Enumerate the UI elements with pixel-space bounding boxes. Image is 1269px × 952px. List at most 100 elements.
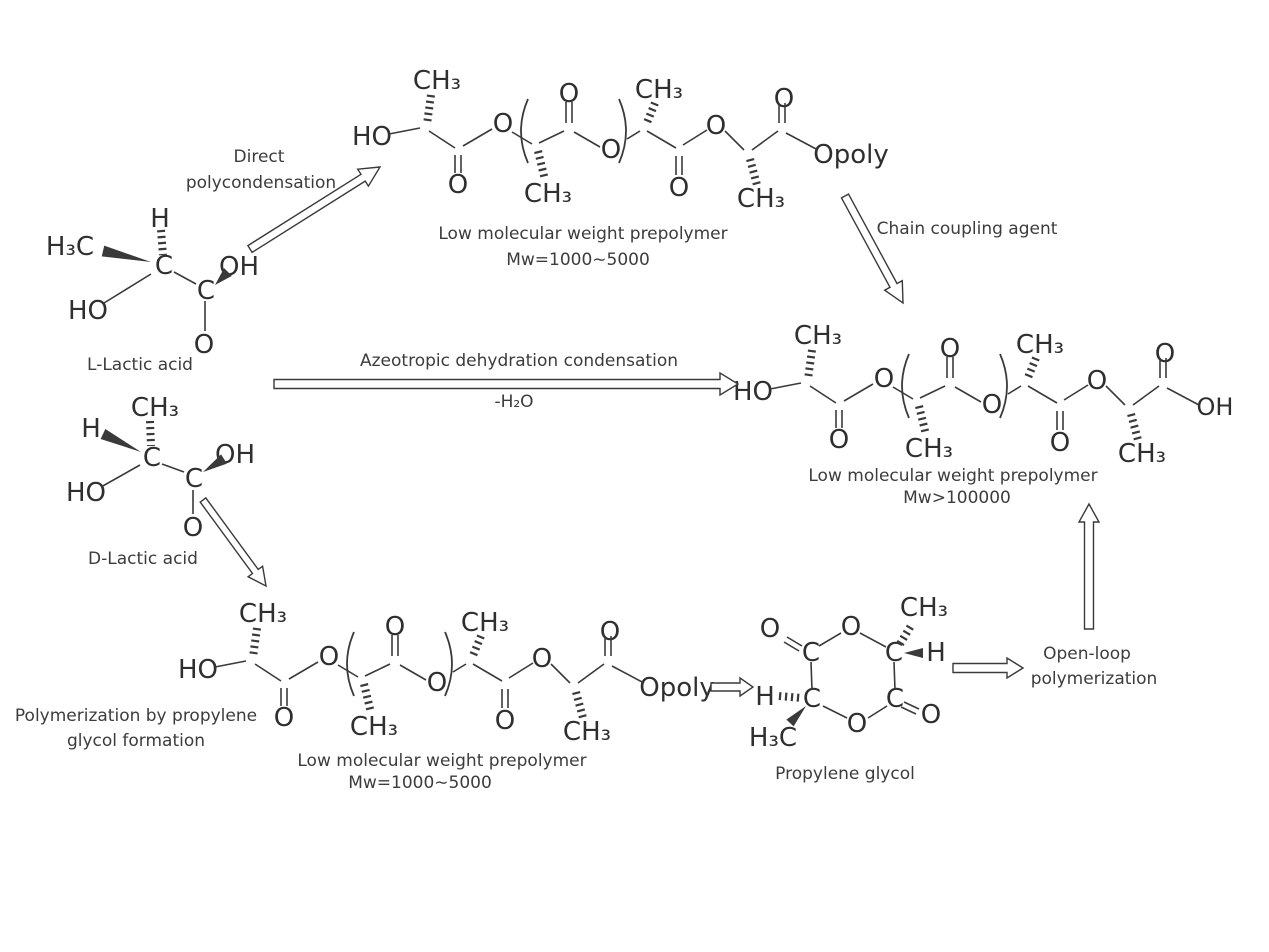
label-chain-coupling-agent: Chain coupling agent — [876, 219, 1058, 239]
atom-label: H — [150, 204, 170, 234]
atom-label: OH — [1197, 393, 1234, 421]
bond — [769, 382, 802, 390]
bond — [573, 131, 601, 148]
hashed-bond — [642, 101, 659, 127]
atom-label: O — [319, 642, 339, 672]
arrow-chain-coupling — [840, 193, 904, 305]
atom-label: C — [802, 638, 820, 668]
hashed-bond — [468, 634, 485, 660]
atom-label: H₃C — [749, 723, 797, 753]
atom-label: C — [885, 638, 903, 668]
bond — [809, 385, 837, 404]
atom-label: O — [847, 709, 867, 739]
atom-label: CH₃ — [413, 66, 461, 96]
atom-label: O — [274, 703, 294, 733]
bond — [254, 663, 282, 682]
hashed-bond — [249, 627, 261, 658]
bond — [954, 386, 982, 403]
bond — [508, 662, 534, 679]
repeat-paren — [444, 631, 453, 697]
bond — [786, 636, 803, 647]
repeat-paren — [999, 353, 1008, 419]
bond — [785, 132, 819, 151]
atom-label: CH₃ — [1118, 439, 1166, 469]
arrow-d-lactic-to-prepolymer — [199, 496, 267, 588]
hashed-bond — [804, 349, 816, 380]
bond — [1166, 387, 1200, 406]
caption-prepolymer-bottom: Low molecular weight prepolymer — [297, 751, 587, 771]
repeat-paren — [346, 631, 355, 697]
atom-label: CH₃ — [1016, 330, 1064, 360]
repeat-paren — [618, 98, 627, 164]
bond — [822, 705, 848, 719]
bond — [1105, 385, 1126, 406]
atom-label: HO — [68, 296, 108, 326]
bond — [452, 663, 467, 673]
atom-label: H₃C — [46, 232, 94, 262]
atom-label: O — [385, 612, 405, 642]
atom-label: HO — [352, 122, 392, 152]
atom-label: H — [755, 682, 775, 712]
atom-label: O — [921, 700, 941, 730]
arrow-opoly-to-lactide — [710, 676, 755, 698]
hashed-bond — [572, 690, 587, 720]
hashed-bond — [360, 683, 375, 714]
atom-label: Opoly — [813, 140, 889, 170]
atom-label: CH₃ — [794, 321, 842, 351]
atom-label: H — [81, 414, 101, 444]
atom-label: CH₃ — [350, 712, 398, 742]
atom-label: C — [185, 464, 203, 494]
hashed-bond — [778, 692, 803, 702]
atom-label: CH₃ — [635, 75, 683, 105]
hashed-bond — [915, 405, 930, 436]
atom-label: HO — [178, 655, 218, 685]
hashed-bond — [146, 420, 155, 447]
hashed-bond — [423, 94, 435, 125]
outline-arrow — [840, 193, 904, 305]
bond — [843, 383, 874, 402]
bond — [364, 663, 391, 677]
caption-prepolymer-bottom-mw: Mw=1000∼5000 — [348, 773, 492, 793]
bond — [682, 129, 708, 146]
atom-label: O — [669, 173, 689, 203]
atom-label: CH₃ — [737, 184, 785, 214]
wedge-bond — [904, 648, 923, 658]
atom-label: C — [155, 251, 173, 281]
atom-label: O — [448, 170, 468, 200]
bond — [462, 128, 493, 147]
outline-arrow — [199, 496, 267, 588]
bond — [900, 706, 917, 715]
wedge-bond — [786, 706, 806, 727]
label-direct-polycondensation-line2: polycondensation — [185, 173, 337, 193]
atom-label: O — [874, 364, 894, 394]
bond — [161, 463, 185, 473]
outline-arrow — [273, 371, 740, 397]
outline-arrow — [710, 676, 755, 698]
atom-label: O — [194, 330, 214, 360]
bond — [472, 663, 503, 682]
bond — [173, 271, 197, 285]
atom-label: O — [427, 668, 447, 698]
atom-label: O — [940, 334, 960, 364]
bond — [626, 130, 641, 140]
atom-label: CH₃ — [905, 434, 953, 464]
bond — [919, 385, 946, 399]
bond — [1007, 385, 1022, 395]
atom-label: O — [1087, 366, 1107, 396]
bond — [646, 130, 677, 149]
wedge-bond — [101, 245, 151, 262]
bond — [577, 663, 605, 684]
hashed-bond — [534, 150, 549, 181]
bond — [538, 130, 565, 144]
bond — [103, 273, 152, 304]
bond — [288, 661, 319, 680]
atom-label: CH₃ — [900, 593, 948, 623]
caption-l-lactic-acid: L-Lactic acid — [87, 355, 193, 375]
hashed-bond — [746, 157, 761, 187]
wedge-bond — [203, 454, 227, 472]
